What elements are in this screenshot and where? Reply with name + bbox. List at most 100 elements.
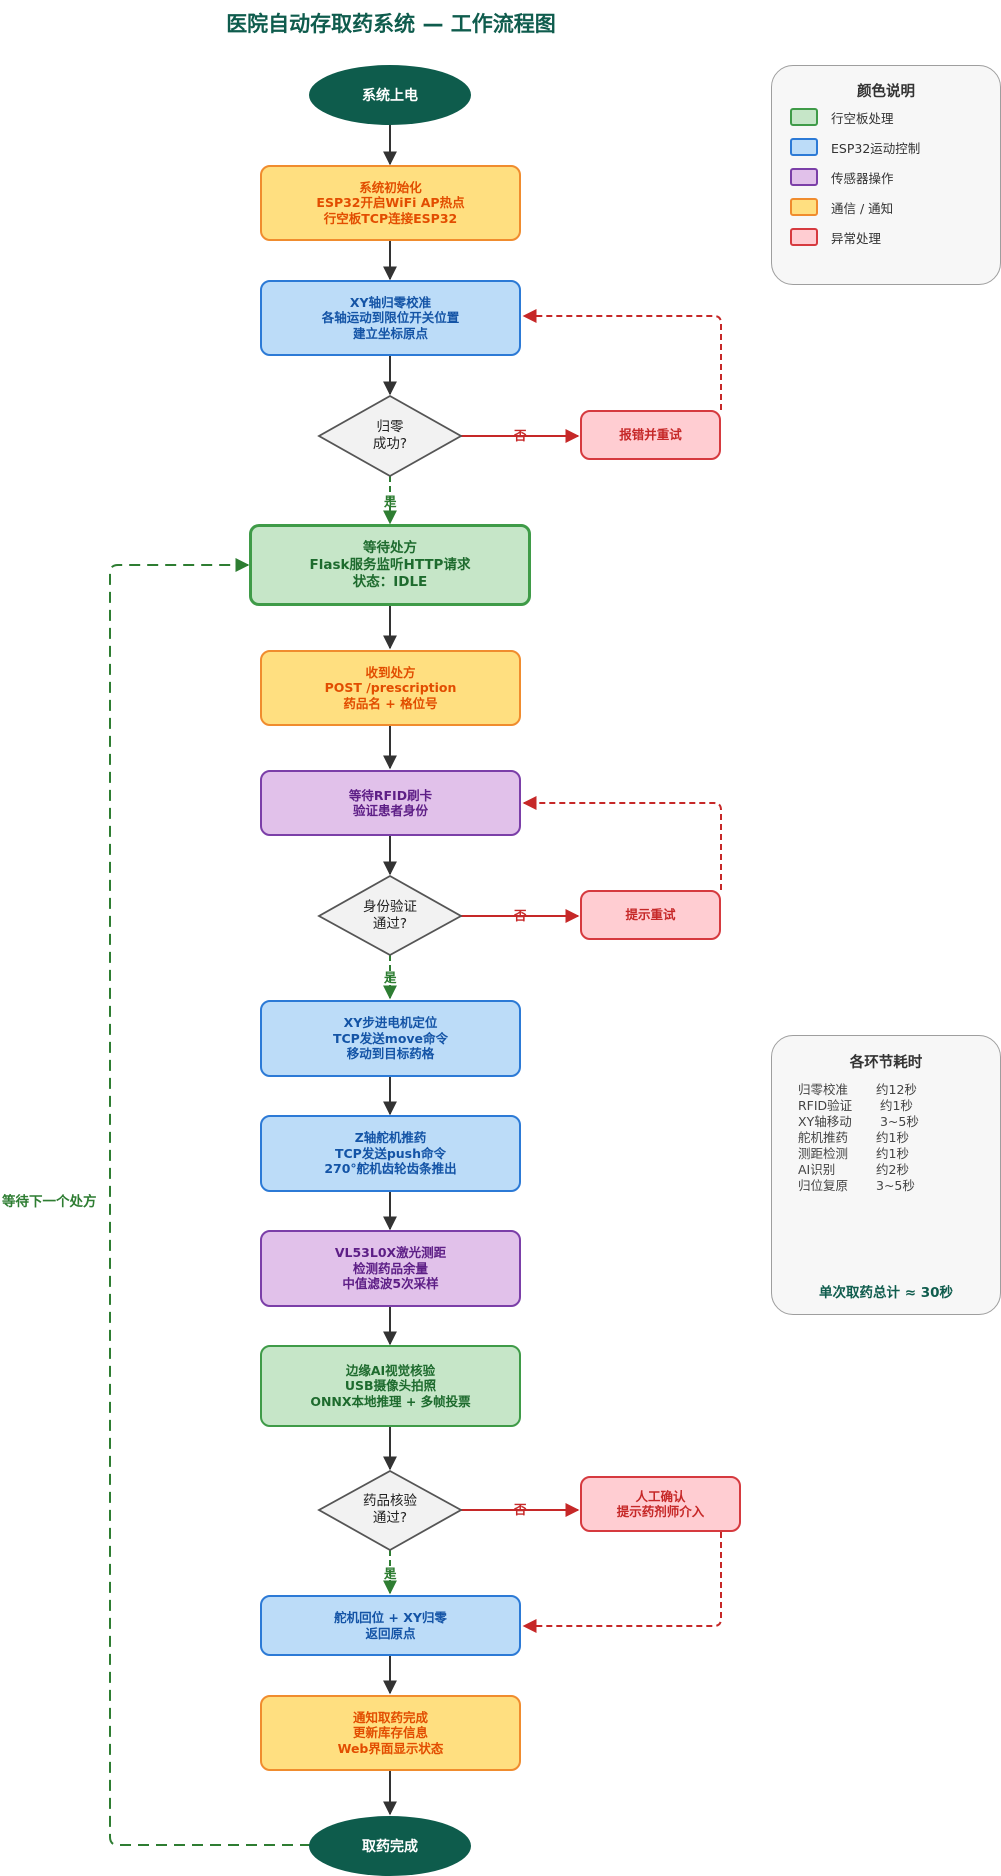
timing-name: 归位复原 <box>798 1178 849 1193</box>
drug-yes-label: 是 <box>384 1566 397 1581</box>
decision-homing <box>317 394 463 478</box>
recv-rx-line-1: 收到处方 <box>365 664 416 680</box>
tof-line-1: VL53L0X激光测距 <box>334 1245 447 1261</box>
edge-homing-retry <box>522 309 722 410</box>
node-notify: 通知取药完成 更新库存信息 Web界面显示状态 <box>260 1695 521 1771</box>
timing-value: 约1秒 <box>876 1098 913 1113</box>
homing-line-2: 各轴运动到限位开关位置 <box>321 310 460 326</box>
rfid-line-2: 验证患者身份 <box>352 803 428 818</box>
legend-item-esp32: ESP32运动控制 <box>790 137 920 157</box>
return-line-1: 舵机回位 + XY归零 <box>334 1610 447 1625</box>
edge-id-retry <box>522 796 722 890</box>
homing-check-line-1: 归零 <box>376 419 404 435</box>
ai-line-1: 边缘AI视觉核验 <box>345 1362 436 1378</box>
node-rfid: 等待RFID刷卡 验证患者身份 <box>260 770 521 836</box>
timing-name: XY轴移动 <box>798 1114 852 1129</box>
rfid-line-1: 等待RFID刷卡 <box>348 787 433 803</box>
decision-drug <box>317 1469 463 1552</box>
xy-move-line-2: TCP发送move命令 <box>332 1030 449 1046</box>
z-push-line-1: Z轴舵机推药 <box>354 1130 427 1146</box>
node-id-retry: 提示重试 <box>580 890 721 940</box>
legend-item-error: 异常处理 <box>790 227 881 247</box>
legend-label-comm: 通信 / 通知 <box>831 200 894 216</box>
notify-line-3: Web界面显示状态 <box>337 1740 444 1756</box>
id-check-line-1: 身份验证 <box>363 899 417 915</box>
id-retry-label: 提示重试 <box>625 907 676 923</box>
ai-line-2: USB摄像头拍照 <box>344 1378 437 1394</box>
node-manual-confirm: 人工确认 提示药剂师介入 <box>580 1476 741 1532</box>
xy-move-line-3: 移动到目标药格 <box>346 1046 435 1062</box>
timing-name: 归零校准 <box>798 1082 849 1097</box>
node-xy-move: XY步进电机定位 TCP发送move命令 移动到目标药格 <box>260 1000 521 1077</box>
legend-panel: 颜色说明 行空板处理 ESP32运动控制 传感器操作 通信 / 通知 异常处理 <box>771 65 1001 285</box>
homing-error-label: 报错并重试 <box>619 427 682 443</box>
timing-value: 约1秒 <box>876 1146 909 1161</box>
legend-label-board: 行空板处理 <box>831 110 894 126</box>
id-check-line-2: 通过? <box>372 916 408 932</box>
node-receive-prescription: 收到处方 POST /prescription 药品名 + 格位号 <box>260 650 521 726</box>
timing-row: 归位复原 3~5秒 <box>798 1178 915 1194</box>
z-push-line-3: 270°舵机齿轮齿条推出 <box>324 1161 457 1177</box>
timing-panel: 各环节耗时 归零校准约12秒 RFID验证 约1秒 XY轴移动 3~5秒 舵机推… <box>771 1035 1001 1315</box>
wait-rx-line-3: 状态：IDLE <box>352 573 428 590</box>
ai-line-3: ONNX本地推理 + 多帧投票 <box>310 1393 471 1409</box>
timing-total: 单次取药总计 ≈ 30秒 <box>819 1285 953 1301</box>
node-homing: XY轴归零校准 各轴运动到限位开关位置 建立坐标原点 <box>260 280 521 356</box>
edge-manual-return <box>522 1532 722 1633</box>
homing-check-line-2: 成功? <box>372 436 408 452</box>
recv-rx-line-2: POST /prescription <box>324 680 457 696</box>
node-return-home: 舵机回位 + XY归零 返回原点 <box>260 1595 521 1656</box>
legend-item-comm: 通信 / 通知 <box>790 197 893 217</box>
wait-rx-line-1: 等待处方 <box>363 539 417 556</box>
wait-rx-line-2: Flask服务监听HTTP请求 <box>309 556 471 573</box>
end-node: 取药完成 <box>309 1816 471 1876</box>
id-no-label: 否 <box>514 908 527 923</box>
tof-line-2: 检测药品余量 <box>352 1260 428 1276</box>
homing-no-label: 否 <box>514 428 527 443</box>
homing-check-label: 归零 成功? <box>330 410 450 462</box>
timing-row: XY轴移动 3~5秒 <box>798 1114 919 1130</box>
timing-name: 测距检测 <box>798 1146 849 1161</box>
end-label: 取药完成 <box>362 1839 418 1855</box>
legend-item-sensor: 传感器操作 <box>790 167 894 187</box>
manual-line-2: 提示药剂师介入 <box>616 1504 705 1519</box>
timing-row: RFID验证 约1秒 <box>798 1098 913 1114</box>
node-wait-prescription: 等待处方 Flask服务监听HTTP请求 状态：IDLE <box>249 524 531 606</box>
return-line-2: 返回原点 <box>365 1625 416 1641</box>
init-line-1: 系统初始化 <box>359 179 422 195</box>
notify-line-2: 更新库存信息 <box>352 1725 428 1741</box>
timing-value: 3~5秒 <box>876 1114 919 1129</box>
loop-label: 等待下一个处方 <box>2 1194 97 1210</box>
legend-item-board: 行空板处理 <box>790 107 894 127</box>
drug-check-label: 药品核验 通过? <box>330 1484 450 1536</box>
node-homing-error: 报错并重试 <box>580 410 721 460</box>
legend-swatch-sensor <box>790 168 818 186</box>
notify-line-1: 通知取药完成 <box>352 1709 428 1725</box>
init-line-3: 行空板TCP连接ESP32 <box>323 210 458 226</box>
timing-value: 约2秒 <box>876 1162 909 1177</box>
recv-rx-line-3: 药品名 + 格位号 <box>343 695 438 711</box>
node-init: 系统初始化 ESP32开启WiFi AP热点 行空板TCP连接ESP32 <box>260 165 521 241</box>
manual-line-1: 人工确认 <box>635 1488 686 1504</box>
z-push-line-2: TCP发送push命令 <box>334 1145 447 1161</box>
timing-value: 3~5秒 <box>876 1178 915 1193</box>
legend-swatch-board <box>790 108 818 126</box>
drug-check-line-2: 通过? <box>372 1510 408 1526</box>
decision-id <box>317 874 463 957</box>
edge-loop-back <box>109 558 311 1846</box>
id-yes-label: 是 <box>384 970 397 985</box>
homing-line-1: XY轴归零校准 <box>349 294 432 310</box>
legend-title: 颜色说明 <box>857 84 915 100</box>
xy-move-line-1: XY步进电机定位 <box>343 1015 438 1031</box>
timing-title: 各环节耗时 <box>849 1055 923 1071</box>
id-check-label: 身份验证 通过? <box>330 890 450 942</box>
homing-yes-label: 是 <box>384 494 397 509</box>
node-ai-vision: 边缘AI视觉核验 USB摄像头拍照 ONNX本地推理 + 多帧投票 <box>260 1345 521 1427</box>
timing-row: 归零校准约12秒 <box>798 1082 917 1098</box>
legend-swatch-error <box>790 228 818 246</box>
timing-name: 舵机推药 <box>798 1130 849 1145</box>
legend-swatch-esp32 <box>790 138 818 156</box>
timing-row: 测距检测 约1秒 <box>798 1146 909 1162</box>
timing-row: 舵机推药约1秒 <box>798 1130 909 1146</box>
